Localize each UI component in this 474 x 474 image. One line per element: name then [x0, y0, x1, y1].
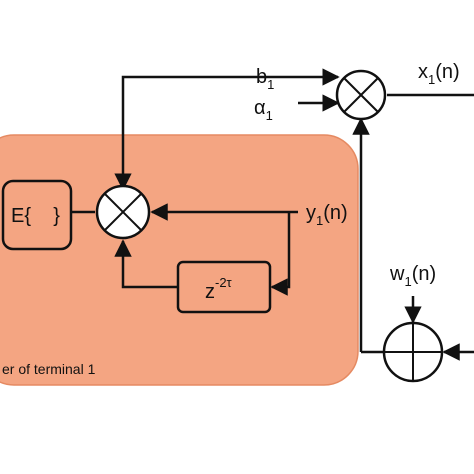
multiply-symbol-b — [343, 77, 379, 113]
connections — [71, 68, 474, 361]
terminal-region-label: er of terminal 1 — [2, 361, 96, 377]
terminal-region — [0, 134, 359, 386]
delay-base: z — [205, 281, 215, 303]
delay-exponent: -2τ — [215, 275, 233, 290]
expectation-block — [1, 179, 73, 251]
delay-feedback — [114, 239, 178, 289]
y1-branch — [270, 212, 291, 296]
alpha1-label: α1 — [254, 97, 273, 123]
left-multiplier-node — [95, 184, 151, 240]
adder-node — [382, 321, 444, 383]
expectation-label: E{ } — [11, 205, 60, 227]
b1-line — [114, 68, 340, 191]
w1-label: w1(n) — [389, 263, 436, 289]
top-multiplier-node — [335, 69, 387, 121]
x1-label: x1(n) — [418, 61, 460, 87]
y1-label: y1(n) — [306, 202, 348, 228]
delay-label: z-2τ — [205, 275, 233, 303]
multiply-symbol-b — [104, 193, 142, 231]
b1-label: b1 — [256, 66, 274, 92]
